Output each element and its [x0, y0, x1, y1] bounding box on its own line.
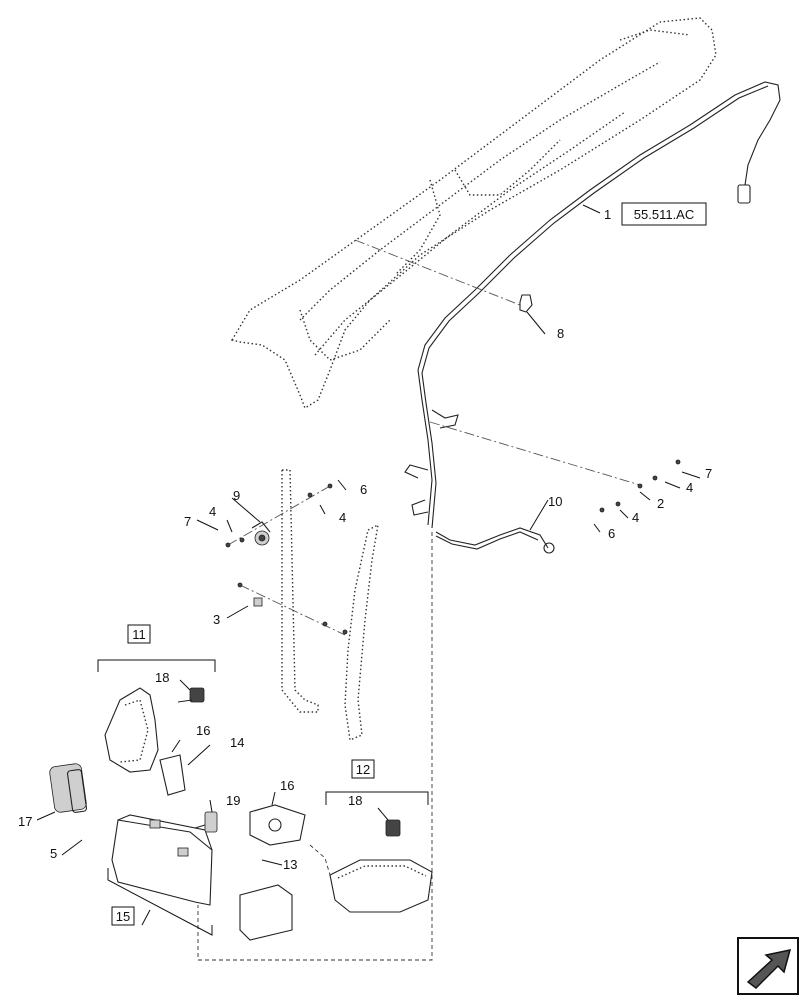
callout-3: 3 — [213, 612, 220, 627]
reference-label: 55.511.AC — [634, 207, 694, 222]
lens — [239, 884, 293, 941]
callout-1: 1 — [604, 207, 611, 222]
callout-2: 2 — [657, 496, 664, 511]
callout-10: 10 — [548, 494, 562, 509]
callout-17: 17 — [18, 814, 32, 829]
group-bracket-15 — [107, 868, 213, 936]
callout-5: 5 — [50, 846, 57, 861]
callout-4d: 4 — [632, 510, 639, 525]
group-bracket-12 — [325, 791, 429, 805]
callout-12: 12 — [356, 762, 370, 777]
lamp-housing-15 — [111, 814, 213, 906]
bracket-16a — [159, 754, 186, 796]
callout-11: 11 — [132, 627, 146, 642]
callout-6a: 6 — [360, 482, 367, 497]
callout-9: 9 — [233, 488, 240, 503]
callout-box-15 — [111, 906, 135, 926]
lamp-assembly-12 — [329, 819, 433, 913]
callout-16a: 16 — [196, 723, 210, 738]
callout-7b: 7 — [705, 466, 712, 481]
wiring-harness — [404, 81, 781, 529]
callout-box-12 — [351, 759, 375, 779]
leader-lines — [36, 204, 701, 926]
callout-15: 15 — [116, 909, 130, 924]
bracket-16b — [249, 804, 306, 846]
callout-box-11 — [127, 624, 151, 644]
bulb-19 — [194, 811, 218, 833]
callout-18a: 18 — [155, 670, 169, 685]
lamp-17 — [49, 763, 88, 813]
callout-6b: 6 — [608, 526, 615, 541]
callout-13: 13 — [283, 857, 297, 872]
reference-box — [621, 202, 707, 226]
cab-pillars — [281, 469, 379, 741]
group-bracket-11 — [97, 659, 216, 672]
cab-roof-frame — [230, 17, 717, 410]
callout-19: 19 — [226, 793, 240, 808]
next-page-arrow-icon[interactable] — [737, 937, 799, 995]
callout-4a: 4 — [209, 504, 216, 519]
hardware — [225, 294, 681, 635]
callout-16b: 16 — [280, 778, 294, 793]
callout-14: 14 — [230, 735, 244, 750]
lamp-assembly-11 — [104, 687, 205, 773]
callout-18b: 18 — [348, 793, 362, 808]
callout-7a: 7 — [184, 514, 191, 529]
wiring-harness-10 — [435, 527, 555, 554]
callouts: 1 2 3 4 4 4 4 5 6 6 7 7 8 9 10 11 12 13 … — [18, 207, 712, 924]
callout-8: 8 — [557, 326, 564, 341]
callout-4c: 4 — [686, 480, 693, 495]
callout-4b: 4 — [339, 510, 346, 525]
